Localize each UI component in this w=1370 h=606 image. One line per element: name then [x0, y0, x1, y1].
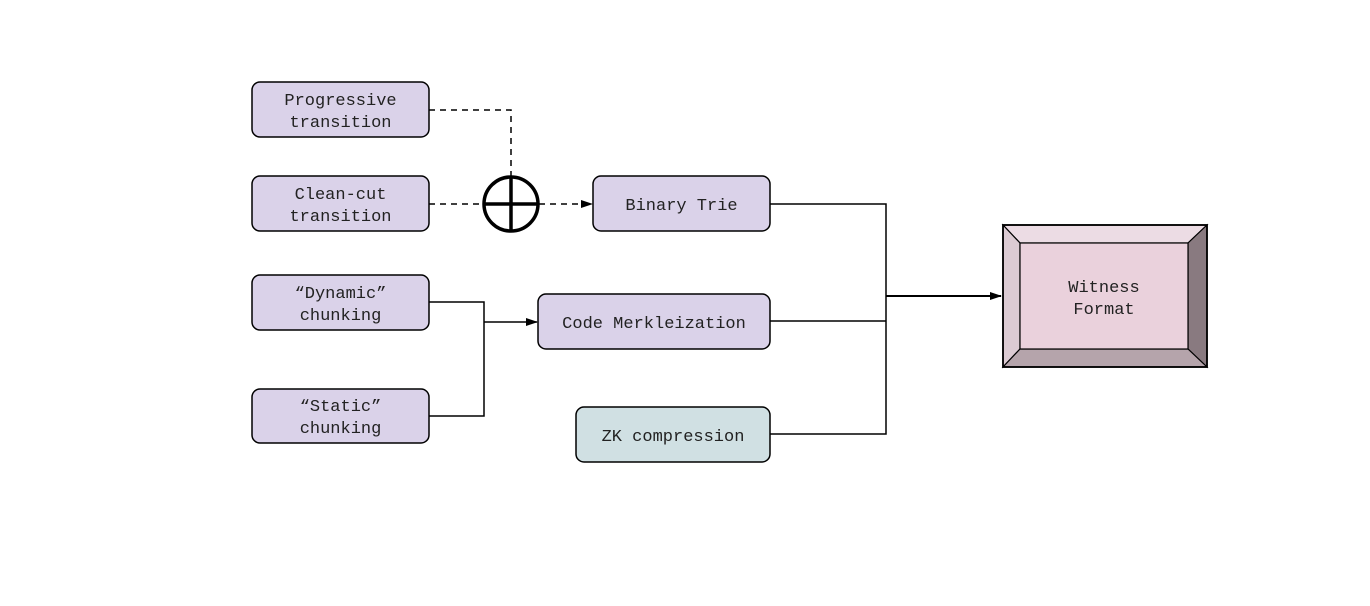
node-clean-cut-transition: Clean-cut transition — [251, 175, 430, 232]
node-static-chunking: “Static” chunking — [251, 388, 430, 444]
node-dynamic-chunking: “Dynamic” chunking — [251, 274, 430, 331]
edge-progressive-to-combine — [429, 109, 512, 176]
node-witness-format: Witness Format — [1001, 223, 1209, 369]
node-static-line1: “Static” — [300, 398, 382, 417]
node-zk-label: ZK compression — [602, 428, 745, 447]
node-code-merkle-label: Code Merkleization — [562, 315, 746, 334]
node-dynamic-line1: “Dynamic” — [295, 285, 387, 304]
node-witness-line1: Witness — [1068, 279, 1139, 298]
node-code-merkleization: Code Merkleization — [537, 293, 771, 350]
edge-binary-trie-to-bus — [770, 203, 887, 435]
node-cleancut-line1: Clean-cut — [295, 186, 387, 205]
node-binary-trie-label: Binary Trie — [625, 197, 737, 216]
node-binary-trie: Binary Trie — [592, 175, 771, 232]
edges — [429, 109, 1002, 435]
node-progressive-line2: transition — [289, 114, 391, 133]
node-progressive-transition: Progressive transition — [251, 81, 430, 138]
node-progressive-line1: Progressive — [284, 92, 396, 111]
circle-plus-icon — [482, 175, 540, 233]
node-zk-compression: ZK compression — [575, 406, 771, 463]
node-witness-line2: Format — [1073, 301, 1134, 320]
node-cleancut-line2: transition — [289, 208, 391, 227]
node-static-line2: chunking — [300, 420, 382, 439]
edge-dynamic-to-merge — [429, 301, 485, 417]
node-dynamic-line2: chunking — [300, 307, 382, 326]
